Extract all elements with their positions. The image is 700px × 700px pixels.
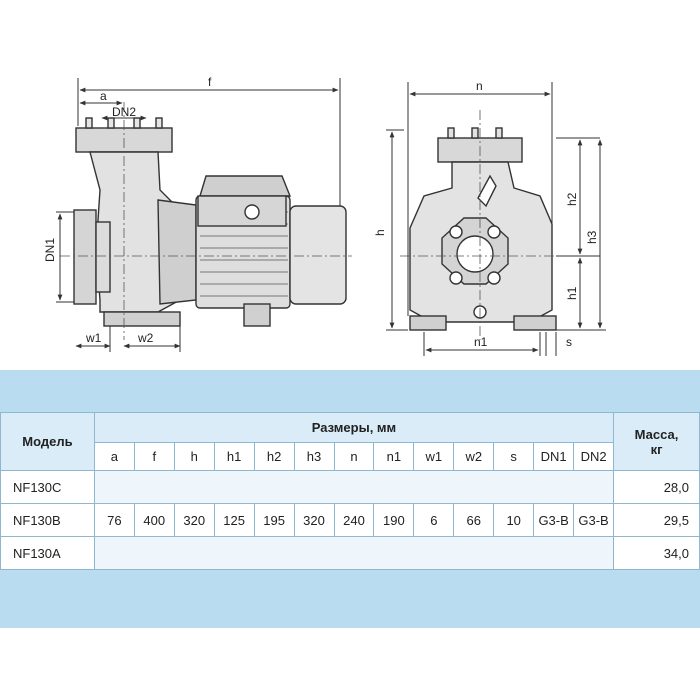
- value-w2: 66: [453, 503, 495, 537]
- pump-dimension-drawing: f a DN2 DN1 w1 w2 n h h2 h3 h1: [43, 75, 606, 356]
- dim-label-n: n: [476, 79, 483, 93]
- col-header-s: s: [493, 442, 535, 471]
- col-header-w1: w1: [413, 442, 455, 471]
- value-a: 76: [93, 503, 135, 537]
- blank-cell: [93, 470, 615, 504]
- model-header: Модель: [0, 412, 95, 471]
- mass-cell: 34,0: [613, 536, 700, 570]
- table-row: NF130B 76 400 320 125 195 320 240 190 6 …: [0, 503, 700, 537]
- blank-cell: [93, 536, 615, 570]
- col-header-dn1: DN1: [533, 442, 575, 471]
- dim-label-h: h: [373, 229, 387, 236]
- col-header-dn2: DN2: [573, 442, 615, 471]
- dim-label-w1: w1: [85, 331, 102, 345]
- side-dimension-lines: [56, 78, 341, 352]
- value-s: 10: [493, 503, 535, 537]
- col-header-n: n: [333, 442, 375, 471]
- mass-cell: 29,5: [613, 503, 700, 537]
- value-n1: 190: [373, 503, 415, 537]
- dim-label-h3: h3: [585, 230, 599, 244]
- mass-header: Масса, кг: [613, 412, 700, 471]
- pump-side-view: [60, 102, 352, 340]
- value-h3: 320: [293, 503, 335, 537]
- dimensions-header: Размеры, мм: [93, 412, 615, 443]
- model-cell: NF130B: [0, 503, 95, 537]
- pump-front-view: [400, 110, 600, 340]
- spec-table-panel: Модель Размеры, мм Масса, кг a f h h1 h2…: [0, 370, 700, 628]
- col-header-f: f: [133, 442, 175, 471]
- mass-cell: 28,0: [613, 470, 700, 504]
- value-w1: 6: [413, 503, 455, 537]
- dim-label-w2: w2: [137, 331, 154, 345]
- dim-label-dn2: DN2: [112, 105, 136, 119]
- mass-header-line1: Масса,: [634, 426, 679, 442]
- mass-header-line2: кг: [650, 441, 663, 457]
- table-row: NF130A 34,0: [0, 536, 700, 570]
- dim-label-dn1: DN1: [43, 238, 57, 262]
- model-cell: NF130A: [0, 536, 95, 570]
- col-header-w2: w2: [453, 442, 495, 471]
- value-n: 240: [333, 503, 375, 537]
- value-h1: 125: [213, 503, 255, 537]
- spec-table: Модель Размеры, мм Масса, кг a f h h1 h2…: [0, 412, 700, 570]
- value-h2: 195: [253, 503, 295, 537]
- dim-label-s: s: [566, 335, 572, 349]
- col-header-n1: n1: [373, 442, 415, 471]
- dim-label-h1: h1: [565, 286, 579, 300]
- dim-label-h2: h2: [565, 192, 579, 206]
- col-header-h2: h2: [253, 442, 295, 471]
- table-row: NF130C 28,0: [0, 470, 700, 504]
- value-dn1: G3-B: [533, 503, 575, 537]
- dim-label-f: f: [208, 75, 212, 89]
- col-header-a: a: [93, 442, 135, 471]
- col-header-h1: h1: [213, 442, 255, 471]
- front-dimension-lines: [386, 82, 606, 356]
- dim-label-n1: n1: [474, 335, 488, 349]
- value-dn2: G3-B: [573, 503, 615, 537]
- dim-label-a: a: [100, 89, 107, 103]
- value-h: 320: [173, 503, 215, 537]
- value-f: 400: [133, 503, 175, 537]
- col-header-h: h: [173, 442, 215, 471]
- col-header-h3: h3: [293, 442, 335, 471]
- model-cell: NF130C: [0, 470, 95, 504]
